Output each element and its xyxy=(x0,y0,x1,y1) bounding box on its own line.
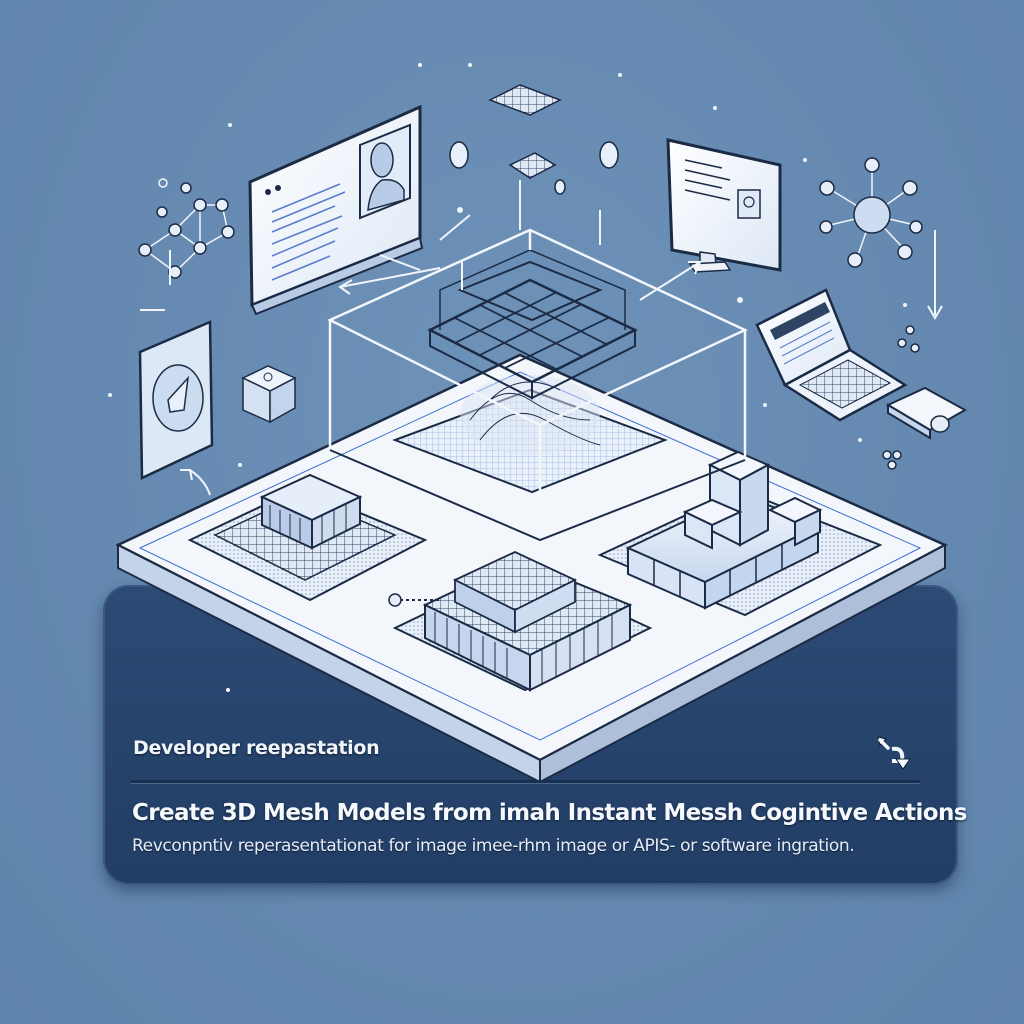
banner-divider xyxy=(130,780,920,784)
voxel-block-left xyxy=(187,473,428,602)
image-card xyxy=(138,320,214,480)
storage-drive xyxy=(885,386,968,440)
wireframe-mesh-box xyxy=(327,228,748,542)
browser-window xyxy=(248,104,424,316)
molecule-network-left xyxy=(138,182,235,279)
swap-arrows-icon xyxy=(877,736,911,770)
desktop-monitor xyxy=(666,138,782,273)
voxel-cluster-center xyxy=(392,551,653,692)
swap-button[interactable] xyxy=(872,733,920,773)
molecule-network-right xyxy=(819,157,923,268)
stacked-cubes-right xyxy=(597,450,883,617)
lightbulbs xyxy=(449,84,920,470)
sparkle-dots xyxy=(108,63,907,692)
connector-arrows xyxy=(140,180,943,601)
banner-label: Developer reepastation xyxy=(133,737,380,759)
banner-subtitle: Revconpntiv reperasentationat for image … xyxy=(132,836,855,856)
banner-title: Create 3D Mesh Models from imah Instant … xyxy=(132,800,967,826)
laptop xyxy=(755,288,908,422)
data-cube xyxy=(241,365,297,424)
